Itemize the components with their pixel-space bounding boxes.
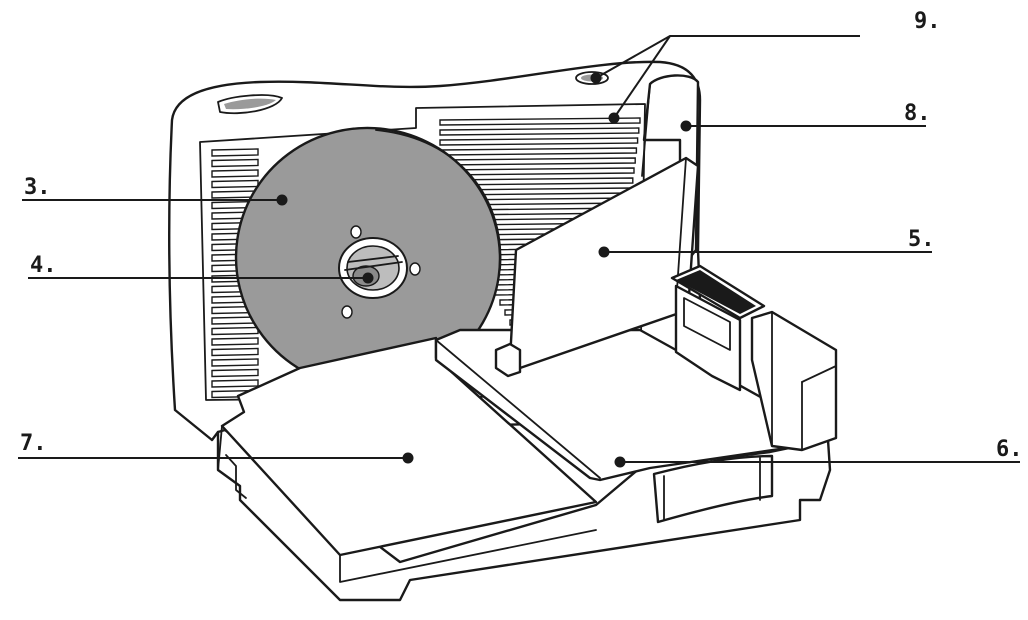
callout-label-6: 6. [996,437,1023,462]
callout-label-8: 8. [904,101,931,126]
vent-slot [211,169,259,178]
vent-slot [439,147,638,156]
vent-slot [211,337,259,346]
leader-line-9b [613,35,671,119]
leader-dot-7 [402,452,414,464]
vent-slot [439,137,639,146]
leader-dot-6 [614,456,626,468]
leader-dot-9b [608,112,620,124]
guide-plate [494,156,766,392]
vent-slot [211,368,259,378]
leader-dot-4 [362,272,374,284]
vent-slot [439,157,636,166]
vent-slot [211,158,259,168]
leader-dot-5 [598,246,610,258]
vent-slot [211,347,259,357]
vent-slot [439,117,641,126]
callout-label-5: 5. [908,227,935,252]
carriage [434,310,838,524]
vent-slot [211,358,259,367]
vent-slot [439,127,640,136]
vent-slot [211,326,259,336]
leader-dot-3 [276,194,288,206]
callout-label-3: 3. [24,175,51,200]
leader-dot-8 [680,120,692,132]
callout-labels: 9. 8. 3. 5. 4. 7. 6. [20,9,1023,462]
callout-label-9: 9. [914,9,941,34]
callout-label-7: 7. [20,431,47,456]
callout-label-4: 4. [30,253,57,278]
leader-dot-9a [590,72,602,84]
vent-slot [211,379,259,388]
leaders [18,35,1020,468]
vent-slot [211,179,259,189]
vent-slot [211,148,259,157]
